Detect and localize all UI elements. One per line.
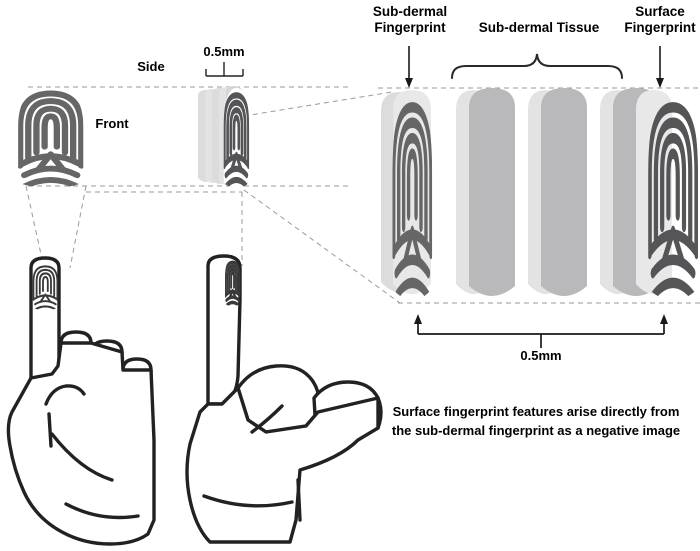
label-subdermal-fingerprint: Sub-dermal Fingerprint [366,4,454,36]
slice-tissue-2 [528,88,587,296]
front-fingerprint-enlarged [20,94,81,187]
label-scale-top: 0.5mm [203,44,245,59]
slice-tissue-1 [456,88,515,296]
label-surface-fingerprint-line2: Fingerprint [624,19,696,35]
slice-subdermal-fingerprint [381,90,431,296]
label-arrowheads [405,78,664,88]
slice-surface-fingerprint [636,90,696,296]
label-arrows [408,46,661,82]
side-stack-face-fingerprint [224,87,250,188]
label-subdermal-fingerprint-line1: Sub-dermal [372,4,448,19]
label-front-view: Front [95,116,129,131]
figure-caption-line2: the sub-dermal fingerprint as a negative… [391,422,681,438]
hand-front-view [6,256,156,546]
label-surface-fingerprint: Surface Fingerprint [618,4,700,36]
scale-bracket-top [205,62,244,77]
label-subdermal-fingerprint-line2: Fingerprint [374,19,446,35]
guide-lines [25,86,700,304]
side-slice-stack [198,86,249,188]
figure-caption-line1: Surface fingerprint features arise direc… [392,404,680,419]
label-scale-bottom: 0.5mm [520,348,562,363]
hand-side-view [185,254,383,544]
exploded-slice-panel [381,88,696,296]
label-side-view: Side [137,59,165,74]
scale-arrowheads [414,314,668,324]
tissue-brace [451,53,623,79]
scale-arrow-bottom [417,320,665,348]
label-subdermal-tissue: Sub-dermal Tissue [478,20,600,35]
figure-caption: Surface fingerprint features arise direc… [378,403,694,441]
label-surface-fingerprint-line1: Surface [635,4,685,19]
